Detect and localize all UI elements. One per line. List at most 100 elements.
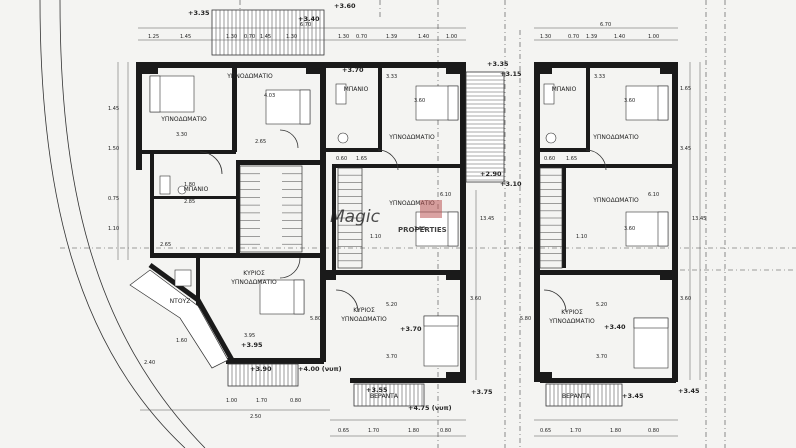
level-mark: +3.70 [342, 66, 364, 74]
site-boundary-curve [59, 0, 206, 448]
dimension: 5.80 [310, 316, 321, 322]
dimension: 1.30 [226, 34, 237, 40]
dimension: 1.45 [260, 34, 271, 40]
bathtub [335, 83, 347, 105]
bottom-balcony [227, 363, 299, 387]
pillow [293, 279, 305, 315]
room-label-bathroom: ΜΠΑΝΙΟ [344, 86, 369, 93]
level-mark: +3.75 [471, 388, 493, 396]
dimension: 2.50 [250, 414, 261, 420]
level-mark: +4.75 (νυπ) [408, 404, 452, 412]
room-label-bedroom: ΥΠΝΟΔΩΜΑΤΙΟ [592, 197, 639, 204]
dimension: 0.75 [108, 196, 119, 202]
room-label-bathroom: ΜΠΑΝΙΟ [184, 186, 209, 193]
wall [326, 148, 382, 152]
wall [672, 62, 678, 382]
dimension: 1.30 [286, 34, 297, 40]
dimension-lines [117, 27, 701, 437]
dimension: 2.40 [144, 360, 155, 366]
bottom-balcony [353, 383, 425, 407]
wall [236, 160, 320, 165]
dimension: 3.33 [594, 74, 605, 80]
room-label-master: ΥΠΝΟΔΩΜΑΤΙΟ [230, 279, 277, 286]
column [142, 64, 158, 74]
pillow [423, 315, 459, 327]
wall [232, 62, 237, 152]
wall [236, 165, 240, 258]
dimension: 5.20 [596, 302, 607, 308]
dimension: 2.65 [255, 139, 266, 145]
level-mark: +4.00 (νυπ) [298, 365, 342, 373]
dimension: 4.03 [264, 93, 275, 99]
dimension: 1.50 [108, 146, 119, 152]
dimension: 3.95 [244, 333, 255, 339]
door-swing [377, 149, 399, 171]
level-mark: +3.70 [400, 325, 422, 333]
room-label-master: ΚΥΡΙΟΣ [243, 270, 265, 277]
column [446, 372, 462, 382]
dimension: 1.45 [180, 34, 191, 40]
room-label-veranda: ΒΕΡΑΝΤΑ [562, 393, 591, 400]
dimension: 3.70 [596, 354, 607, 360]
staircase-steps [338, 174, 362, 262]
light-well-hatch [466, 75, 504, 181]
column [660, 64, 676, 74]
dimension: 3.60 [414, 226, 425, 232]
dimension: 1.00 [446, 34, 457, 40]
dimension: 1.40 [614, 34, 625, 40]
room-label-bedroom: ΥΠΝΟΔΩΜΑΤΙΟ [160, 116, 207, 123]
watermark-logo-icon [420, 200, 442, 218]
watermark: Magic PROPERTIES [330, 200, 447, 234]
dimension: 0.70 [356, 34, 367, 40]
dimension: 0.80 [440, 428, 451, 434]
room-label-shower: ΝΤΟΥΖ [170, 298, 191, 305]
wall [534, 62, 540, 382]
dimension: 1.60 [176, 338, 187, 344]
dimension: 1.70 [570, 428, 581, 434]
dimension: 2.85 [184, 199, 195, 205]
dimension: 3.45 [680, 146, 691, 152]
angled-wall [148, 262, 235, 362]
dimension: 3.60 [624, 98, 635, 104]
dimension: 1.00 [226, 398, 237, 404]
dimension: 1.10 [576, 234, 587, 240]
wall [540, 148, 590, 152]
dimension: 0.80 [648, 428, 659, 434]
dimension: 1.65 [566, 156, 577, 162]
level-mark: +3.35 [487, 60, 509, 68]
dimension: 1.10 [370, 234, 381, 240]
wall [540, 164, 674, 168]
pillow [633, 317, 669, 329]
dimension: 1.80 [408, 428, 419, 434]
bottom-balcony-hatch [357, 384, 423, 406]
column [660, 270, 676, 280]
bay-balcony [129, 269, 229, 369]
dimension: 5.20 [386, 302, 397, 308]
level-mark: +3.35 [188, 9, 210, 17]
balcony-hatch [215, 10, 321, 55]
room-label-master: ΚΥΡΙΟΣ [561, 309, 583, 316]
wall [226, 358, 324, 364]
wall [150, 253, 320, 258]
watermark-subtext: PROPERTIES [398, 226, 447, 234]
dimension: 3.30 [176, 132, 187, 138]
level-mark: +2.90 [480, 170, 502, 178]
level-mark: +3.45 [622, 392, 644, 400]
bottom-balcony-hatch [549, 384, 619, 406]
dimension: 6.70 [300, 22, 311, 28]
wall [332, 270, 464, 275]
wall [150, 150, 154, 255]
site-boundary-curve-outer [39, 0, 186, 448]
dimension: 6.10 [648, 192, 659, 198]
level-mark: +3.45 [678, 387, 700, 395]
shower-tray [174, 269, 192, 287]
dimension: 3.60 [470, 296, 481, 302]
wall [196, 258, 200, 308]
pillow [447, 85, 459, 121]
pillow [299, 89, 311, 125]
dimension: 1.30 [540, 34, 551, 40]
door-swing [199, 151, 223, 175]
bottom-balcony [545, 383, 623, 407]
wall [142, 150, 236, 154]
